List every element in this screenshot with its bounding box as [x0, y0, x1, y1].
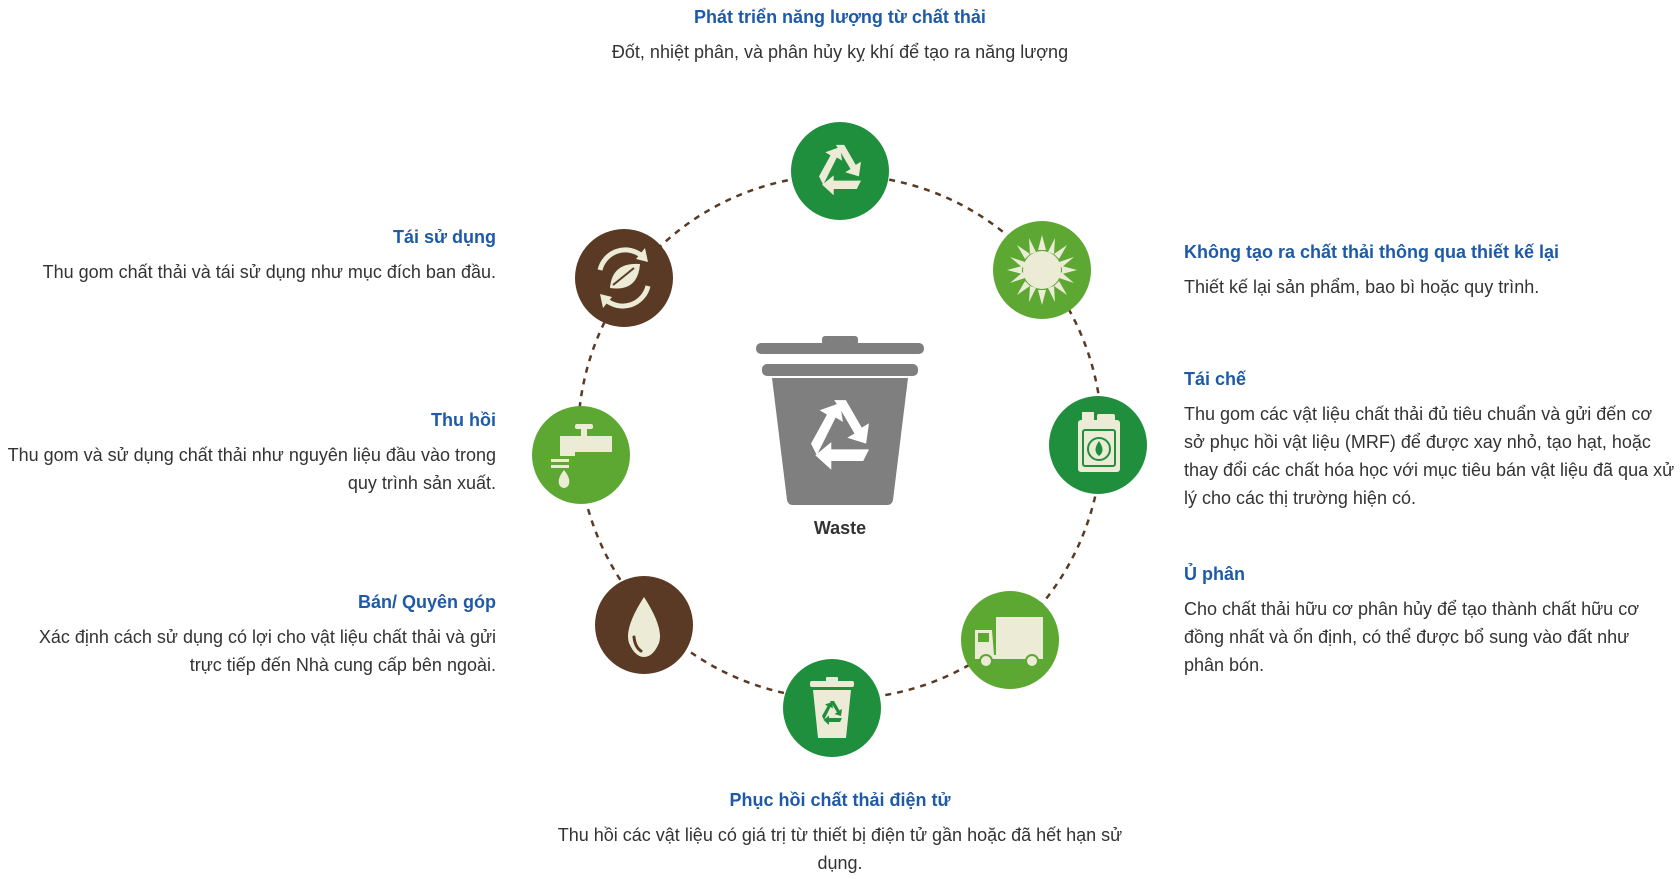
ewaste-block: Phục hồi chất thải điện tử Thu hồi các v… [555, 788, 1125, 877]
redesign-desc: Thiết kế lại sản phẩm, bao bì hoặc quy t… [1184, 277, 1540, 297]
ewaste-desc: Thu hồi các vật liệu có giá trị từ thiết… [557, 825, 1123, 873]
leaf-cycle-icon [575, 229, 673, 327]
recycle-desc: Thu gom các vật liệu chất thải đủ tiêu c… [1184, 404, 1675, 508]
sun-icon [993, 221, 1091, 319]
truck-icon [961, 591, 1059, 689]
recover-block: Thu hồi Thu gom và sử dụng chất thải như… [0, 408, 496, 497]
energy-block: Phát triển năng lượng từ chất thải Đốt, … [540, 5, 1140, 66]
reuse-desc: Thu gom chất thải và tái sử dụng như mục… [42, 262, 496, 282]
canister-icon [1049, 396, 1147, 494]
recover-desc: Thu gom và sử dụng chất thải như nguyên … [7, 445, 496, 493]
reuse-title: Tái sử dụng [392, 227, 496, 247]
compost-desc: Cho chất thải hữu cơ phân hủy để tạo thà… [1184, 599, 1640, 675]
recover-title: Thu hồi [431, 410, 496, 430]
recycle-title: Tái chế [1184, 369, 1247, 389]
energy-desc: Đốt, nhiệt phân, và phân hủy kỵ khí để t… [611, 42, 1069, 62]
recycle-bin-icon [783, 659, 881, 757]
reuse-block: Tái sử dụng Thu gom chất thải và tái sử … [30, 225, 496, 286]
waste-bin-icon [756, 336, 924, 505]
compost-title: Ủ phân [1184, 564, 1245, 584]
droplet-icon [595, 576, 693, 674]
faucet-icon [532, 406, 630, 504]
recycle-icon [791, 122, 889, 220]
recycle-block: Tái chế Thu gom các vật liệu chất thải đ… [1184, 367, 1676, 512]
ewaste-title: Phục hồi chất thải điện tử [729, 790, 951, 810]
energy-title: Phát triển năng lượng từ chất thải [694, 7, 986, 27]
center-label: Waste [813, 518, 867, 538]
sell-block: Bán/ Quyên góp Xác định cách sử dụng có … [10, 590, 496, 679]
compost-block: Ủ phân Cho chất thải hữu cơ phân hủy để … [1184, 562, 1664, 679]
redesign-block: Không tạo ra chất thải thông qua thiết k… [1184, 240, 1674, 301]
redesign-title: Không tạo ra chất thải thông qua thiết k… [1184, 242, 1560, 262]
sell-desc: Xác định cách sử dụng có lợi cho vật liệ… [38, 627, 496, 675]
sell-title: Bán/ Quyên góp [357, 592, 496, 612]
